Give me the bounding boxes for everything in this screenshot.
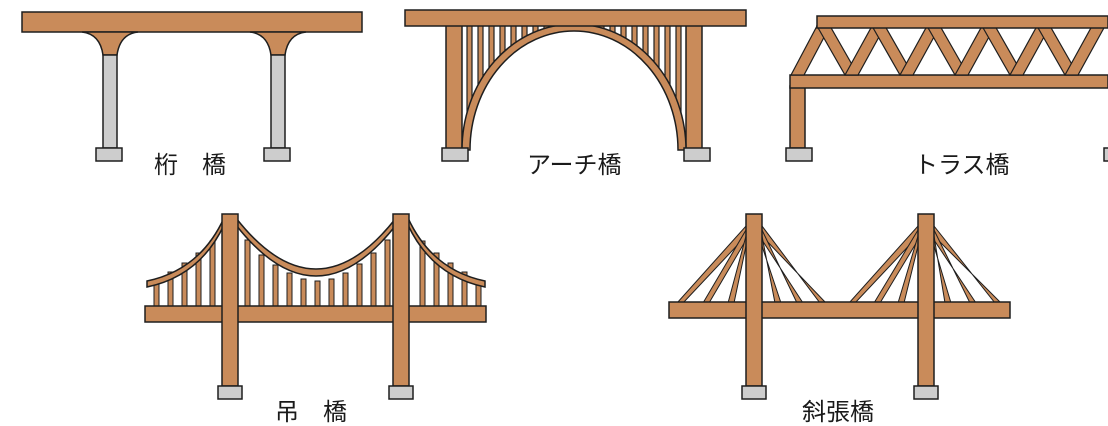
truss-right-footing-partial <box>1103 147 1108 162</box>
truss-pier <box>789 85 806 149</box>
cable-stayed-right-tower <box>917 213 935 387</box>
truss-bridge-illustration <box>785 15 1108 162</box>
truss-top-chord <box>816 15 1108 29</box>
arch-deck <box>404 9 747 27</box>
suspension-left-tower <box>221 213 239 387</box>
cable-stayed-right-footing <box>913 385 939 400</box>
girder-left-haunch <box>81 31 139 56</box>
girder-right-haunch <box>249 31 307 56</box>
suspension-deck <box>144 305 487 323</box>
girder-bridge-illustration <box>21 11 363 162</box>
truss-bottom-chord <box>789 74 1108 89</box>
cable-stayed-left-footing <box>741 385 767 400</box>
suspension-right-tower <box>392 213 410 387</box>
suspension-right-footing <box>388 385 414 400</box>
cable-stayed-bridge-illustration <box>668 213 1011 400</box>
arch-bridge-label: アーチ橋 <box>527 151 622 179</box>
truss-footing <box>785 147 813 162</box>
arch-bridge-illustration <box>404 9 747 162</box>
suspension-bridge-label: 吊 橋 <box>275 398 347 426</box>
arch-left-footing <box>441 147 469 162</box>
truss-bridge-label: トラス橋 <box>914 151 1010 179</box>
arch-right-footing <box>683 147 711 162</box>
suspension-bridge-illustration <box>144 213 487 400</box>
cable-stayed-deck <box>668 301 1011 319</box>
truss-diagonals <box>790 25 1107 76</box>
suspension-left-footing <box>217 385 243 400</box>
arch-hangers <box>466 24 682 150</box>
girder-bridge-label: 桁 橋 <box>154 151 226 179</box>
arch-left-abutment <box>445 23 463 151</box>
girder-left-footing <box>95 147 123 162</box>
girder-left-pier <box>102 54 118 149</box>
cable-stayed-bridge-label: 斜張橋 <box>802 398 874 426</box>
arch-rib <box>461 23 687 151</box>
girder-deck <box>21 11 363 33</box>
arch-right-abutment <box>685 23 703 151</box>
cable-stayed-left-tower <box>745 213 763 387</box>
girder-right-pier <box>270 54 286 149</box>
girder-right-footing <box>263 147 291 162</box>
